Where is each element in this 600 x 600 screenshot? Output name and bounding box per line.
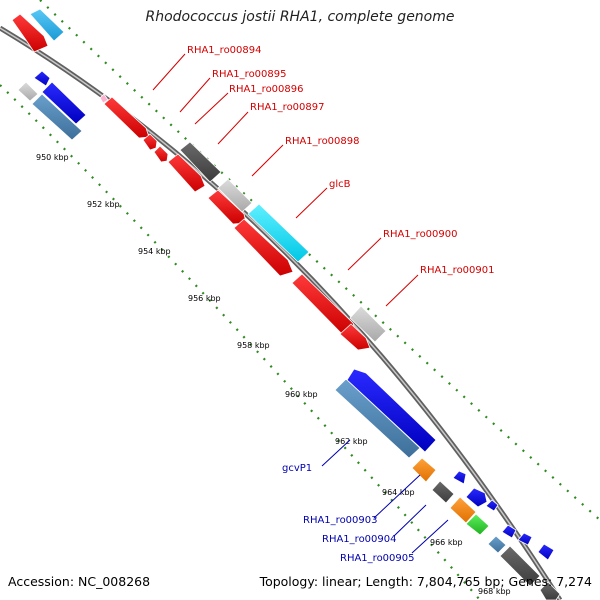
gene-arrow[interactable] xyxy=(487,535,507,554)
gene-arrow[interactable] xyxy=(411,457,437,483)
gene-label[interactable]: RHA1_ro00898 xyxy=(285,136,360,147)
reverse-gene-labels: gcvP1 RHA1_ro00903 RHA1_ro00904 RHA1_ro0… xyxy=(282,463,415,564)
tick-label: 954 kbp xyxy=(138,247,171,256)
tick-label: 962 kbp xyxy=(335,437,368,446)
gene-arrow[interactable] xyxy=(465,487,488,508)
gene-arrow[interactable] xyxy=(339,323,371,351)
gene-arrow[interactable] xyxy=(41,81,87,125)
gene-arrow[interactable] xyxy=(349,305,387,343)
gene-arrow[interactable] xyxy=(291,273,357,335)
gene-arrow[interactable] xyxy=(449,496,477,524)
gene-arrow[interactable] xyxy=(17,81,39,102)
tick-label: 964 kbp xyxy=(382,488,415,497)
gene-arrow[interactable] xyxy=(334,378,421,459)
gene-arrow[interactable] xyxy=(431,480,455,504)
gene-arrow[interactable] xyxy=(99,93,109,104)
genome-summary-text: Topology: linear; Length: 7,804,765 bp; … xyxy=(259,574,592,589)
gene-arrow[interactable] xyxy=(179,141,222,183)
tick-labels: 950 kbp 952 kbp 954 kbp 956 kbp 958 kbp … xyxy=(36,153,511,596)
genome-backbone xyxy=(0,25,563,600)
gene-arrow[interactable] xyxy=(153,145,169,163)
gene-label[interactable]: RHA1_ro00897 xyxy=(250,102,325,113)
gene-arrow[interactable] xyxy=(142,133,158,151)
guide-line-outer xyxy=(39,0,600,521)
tick-label: 952 kbp xyxy=(87,200,120,209)
gene-arrow[interactable] xyxy=(539,581,561,600)
gene-label[interactable]: glcB xyxy=(329,179,351,190)
gene-arrow[interactable] xyxy=(11,13,49,53)
gene-arrow[interactable] xyxy=(167,153,206,193)
gene-label[interactable]: RHA1_ro00894 xyxy=(187,45,262,56)
gene-label[interactable]: RHA1_ro00905 xyxy=(340,553,415,564)
tick-label: 950 kbp xyxy=(36,153,69,162)
forward-gene-labels: RHA1_ro00894 RHA1_ro00895 RHA1_ro00896 R… xyxy=(187,45,495,276)
map-title: Rhodococcus jostii RHA1, complete genome xyxy=(145,9,455,25)
gene-label[interactable]: RHA1_ro00895 xyxy=(212,69,287,80)
tick-label: 958 kbp xyxy=(237,341,270,350)
tick-label: 966 kbp xyxy=(430,538,463,547)
gene-arrow[interactable] xyxy=(517,532,533,546)
gene-arrow[interactable] xyxy=(485,499,499,512)
forward-strand-genes xyxy=(11,8,387,351)
gene-arrow[interactable] xyxy=(103,96,150,139)
gene-arrow[interactable] xyxy=(499,545,541,587)
gene-arrow[interactable] xyxy=(29,8,65,42)
gene-arrow[interactable] xyxy=(247,203,310,263)
gene-label[interactable]: RHA1_ro00901 xyxy=(420,265,495,276)
gene-arrow[interactable] xyxy=(501,524,517,539)
gene-label[interactable]: gcvP1 xyxy=(282,463,312,474)
gene-label[interactable]: RHA1_ro00900 xyxy=(383,229,458,240)
gene-label[interactable]: RHA1_ro00904 xyxy=(322,534,397,545)
label-leader-lines xyxy=(152,53,449,554)
tick-label: 960 kbp xyxy=(285,390,318,399)
tick-label: 956 kbp xyxy=(188,294,221,303)
gene-arrow[interactable] xyxy=(207,189,247,225)
gene-arrow[interactable] xyxy=(537,543,555,561)
gene-arrow[interactable] xyxy=(33,70,51,87)
gene-label[interactable]: RHA1_ro00896 xyxy=(229,84,304,95)
gene-arrow[interactable] xyxy=(217,178,253,213)
gene-label[interactable]: RHA1_ro00903 xyxy=(303,515,378,526)
reverse-strand-genes xyxy=(17,70,561,600)
gene-arrow[interactable] xyxy=(31,93,83,141)
gene-arrow[interactable] xyxy=(452,470,467,485)
gene-arrow[interactable] xyxy=(465,513,490,536)
accession-text: Accession: NC_008268 xyxy=(8,574,151,589)
tick-label: 968 kbp xyxy=(478,587,511,596)
gene-arrow[interactable] xyxy=(233,218,294,277)
